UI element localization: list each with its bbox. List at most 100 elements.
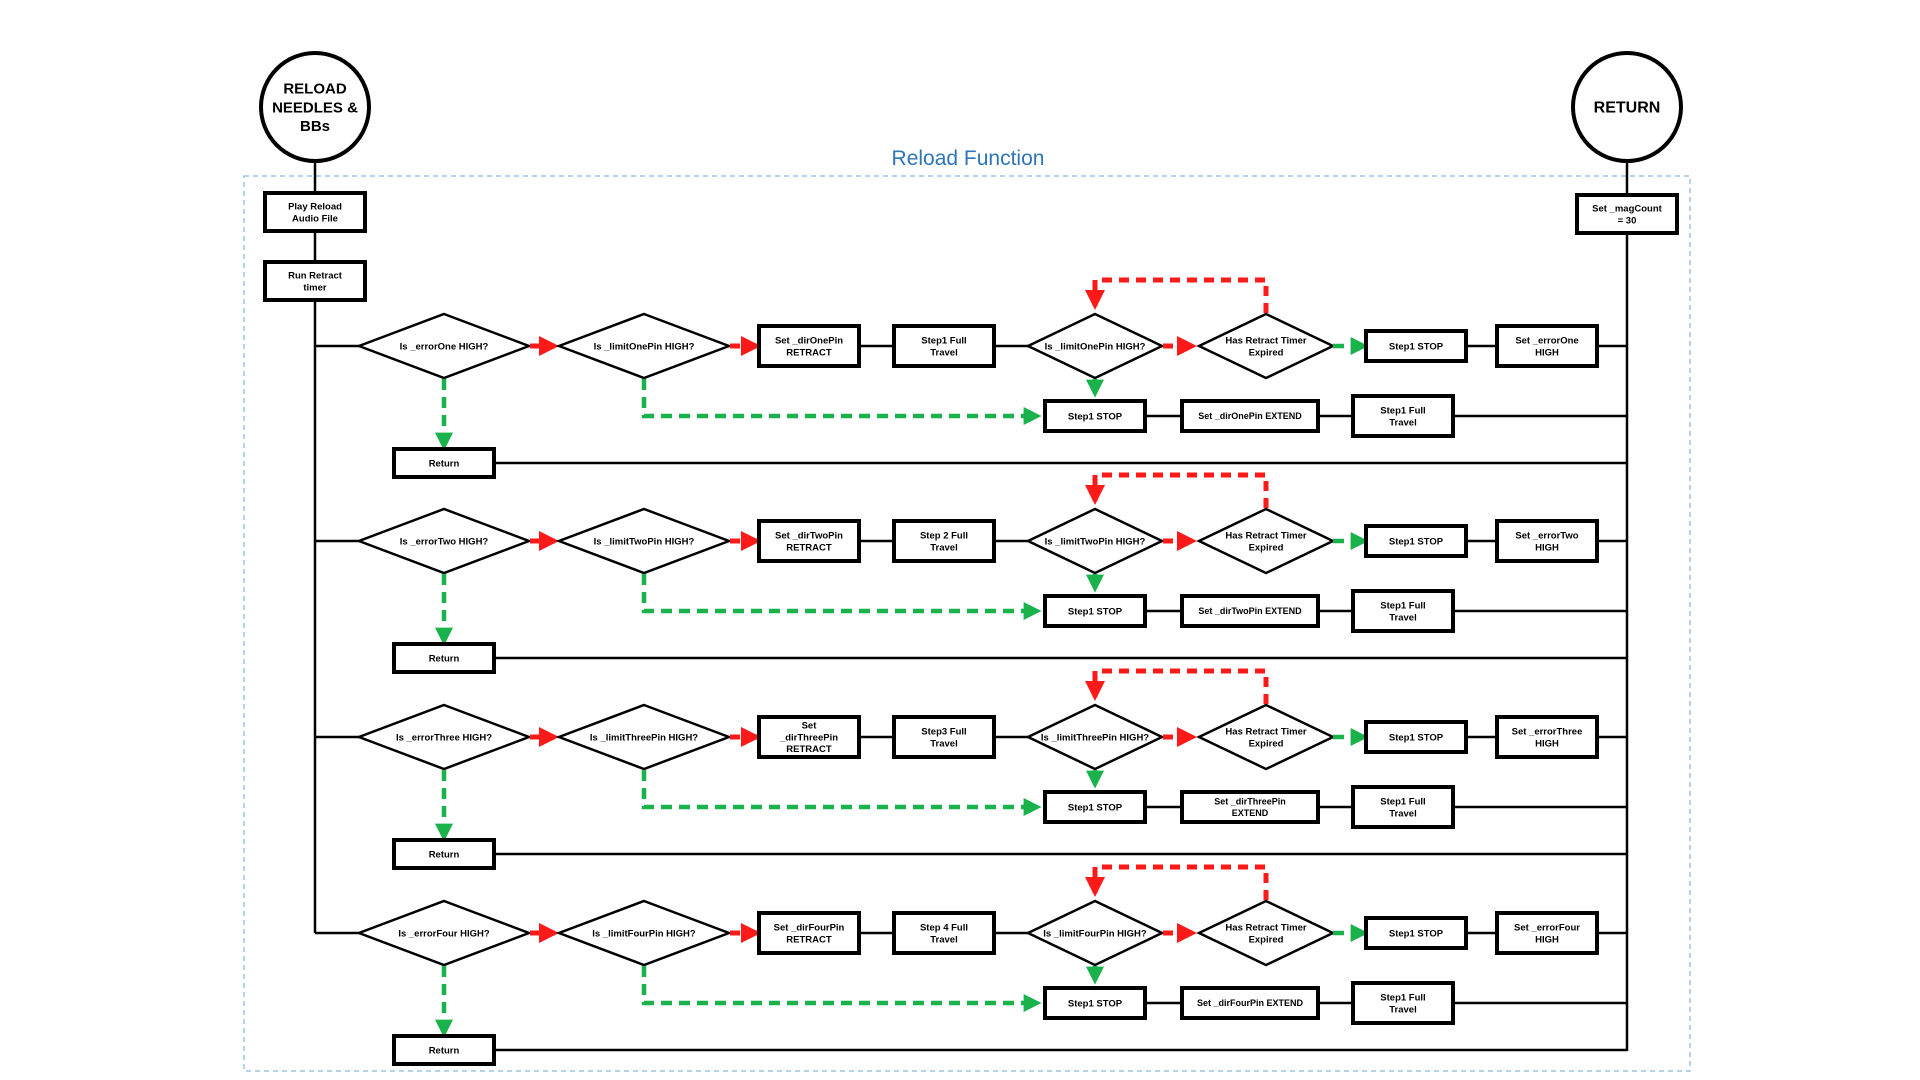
set-dir-extend-box: Set _dirTwoPin EXTEND (1180, 594, 1320, 628)
limit-decision-shape (555, 703, 733, 771)
limit-yes-arrow (641, 966, 1042, 1012)
full-travel-box-shape (892, 519, 996, 563)
return-box-label: Return (429, 1045, 460, 1056)
return-box-shape (392, 1034, 496, 1066)
step-stop-secondary-box-label: Step1 STOP (1068, 802, 1123, 813)
step-stop-box-label: Step1 STOP (1389, 341, 1444, 352)
return-terminator-label: RETURN (1594, 100, 1661, 117)
step-stop-box-shape (1364, 916, 1468, 950)
limit-decision: Is _limitTwoPin HIGH? (555, 507, 733, 575)
step-stop-secondary-box-shape (1043, 399, 1147, 433)
error-decision: Is _errorTwo HIGH? (355, 507, 533, 575)
step-stop-box-label: Step1 STOP (1389, 732, 1444, 743)
limit-yes-arrow (641, 379, 1042, 425)
play-reload-audio-box-shape (263, 191, 367, 233)
limit-check-decision: Is _limitThreePin HIGH? (1025, 703, 1165, 771)
error-decision-label: Is _errorTwo HIGH? (400, 536, 489, 547)
set-dir-retract-box-shape (757, 324, 861, 368)
timer-no-loop-arrow (1085, 277, 1269, 313)
timer-decision-shape (1196, 703, 1336, 771)
timer-no-loop-arrow (1085, 472, 1269, 508)
timer-no-loop-arrow (1085, 864, 1269, 900)
limit-check-decision-label: Is _limitFourPin HIGH? (1043, 928, 1147, 939)
error-decision-label: Is _errorThree HIGH? (396, 732, 492, 743)
error-decision: Is _errorThree HIGH? (355, 703, 533, 771)
connector-lines (313, 161, 1629, 1051)
return-terminator: RETURN (1571, 51, 1683, 163)
set-error-high-box-shape (1495, 324, 1599, 368)
set-magcount-box-label: Set _magCount= 30 (1592, 203, 1663, 226)
return-box: Return (392, 447, 496, 479)
set-dir-extend-box-label: Set _dirOnePin EXTEND (1198, 411, 1302, 421)
step-stop-box: Step1 STOP (1364, 524, 1468, 558)
full-travel-box-shape (892, 715, 996, 759)
return-box-label: Return (429, 458, 460, 469)
step-stop-box: Step1 STOP (1364, 720, 1468, 754)
timer-decision-shape (1196, 507, 1336, 575)
timer-decision-shape (1196, 899, 1336, 967)
set-magcount-box-shape (1575, 193, 1679, 235)
set-dir-extend-box-label: Set _dirFourPin EXTEND (1197, 998, 1304, 1008)
full-travel-secondary-box-shape (1351, 589, 1455, 633)
limit-decision-label: Is _limitFourPin HIGH? (592, 928, 696, 939)
full-travel-secondary-box-shape (1351, 981, 1455, 1025)
step-stop-secondary-box: Step1 STOP (1043, 399, 1147, 433)
step-stop-box-label: Step1 STOP (1389, 536, 1444, 547)
step-stop-secondary-box-label: Step1 STOP (1068, 998, 1123, 1009)
set-dir-retract-box-shape (757, 519, 861, 563)
step-stop-box-shape (1364, 720, 1468, 754)
limit-check-decision: Is _limitFourPin HIGH? (1025, 899, 1165, 967)
limit-check-decision-label: Is _limitThreePin HIGH? (1041, 732, 1149, 743)
error-decision-label: Is _errorFour HIGH? (398, 928, 490, 939)
step-stop-secondary-box-shape (1043, 790, 1147, 824)
decision-rows: Is _errorOne HIGH?Is _limitOnePin HIGH?S… (315, 277, 1627, 1066)
full-travel-box-shape (892, 324, 996, 368)
step-stop-box: Step1 STOP (1364, 329, 1468, 363)
set-dir-extend-box-shape (1180, 594, 1320, 628)
step-stop-secondary-box-shape (1043, 986, 1147, 1020)
limit-check-decision-label: Is _limitTwoPin HIGH? (1045, 536, 1146, 547)
step-stop-secondary-box-label: Step1 STOP (1068, 606, 1123, 617)
error-decision-label: Is _errorOne HIGH? (400, 341, 489, 352)
limit-decision-label: Is _limitThreePin HIGH? (590, 732, 698, 743)
reload-function-frame (243, 175, 1691, 1072)
step-stop-secondary-box-shape (1043, 594, 1147, 628)
limit-yes-arrow (641, 770, 1042, 816)
set-dir-extend-box-shape (1180, 399, 1320, 433)
step-stop-secondary-box: Step1 STOP (1043, 986, 1147, 1020)
limit-yes-arrow (641, 574, 1042, 620)
limit-check-decision-shape (1025, 899, 1165, 967)
step-stop-secondary-box: Step1 STOP (1043, 790, 1147, 824)
timer-decision-shape (1196, 312, 1336, 380)
limit-decision-shape (555, 507, 733, 575)
step-stop-box-label: Step1 STOP (1389, 928, 1444, 939)
row-1: Is _errorOne HIGH?Is _limitOnePin HIGH?S… (315, 277, 1627, 479)
limit-decision: Is _limitThreePin HIGH? (555, 703, 733, 771)
set-dir-extend-box-shape (1180, 790, 1320, 824)
limit-check-decision-shape (1025, 507, 1165, 575)
return-terminator-shape (1571, 51, 1683, 163)
return-box-shape (392, 447, 496, 479)
